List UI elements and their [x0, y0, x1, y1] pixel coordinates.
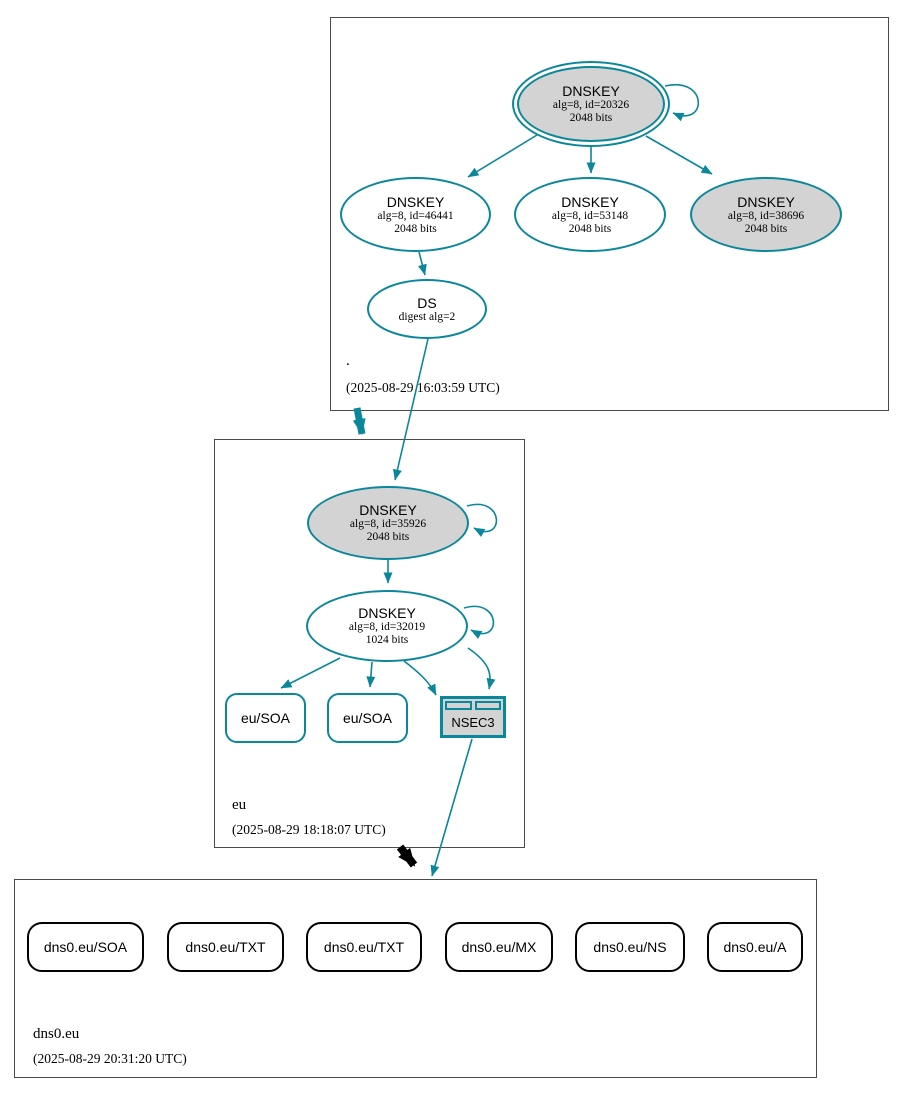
- node-eu-ksk-title: DNSKEY: [359, 502, 417, 518]
- node-eu-soa2[interactable]: eu/SOA: [327, 693, 408, 743]
- node-root-key46441[interactable]: DNSKEY alg=8, id=46441 2048 bits: [340, 177, 491, 252]
- nsec3-cell-left: [445, 701, 472, 710]
- node-root-ksk-body: DNSKEY alg=8, id=20326 2048 bits: [517, 66, 665, 142]
- zone-label-eu: eu: [232, 797, 247, 813]
- node-root-ds-title: DS: [417, 294, 437, 311]
- node-eu-nsec3-label: NSEC3: [451, 715, 495, 730]
- node-root-key38696-detail2: 2048 bits: [744, 222, 788, 235]
- node-dns0eu-ns-label: dns0.eu/NS: [593, 939, 667, 955]
- zone-box-eu: [214, 439, 525, 848]
- node-root-ksk-title: DNSKEY: [562, 83, 620, 99]
- node-dns0eu-mx[interactable]: dns0.eu/MX: [445, 922, 553, 972]
- zone-timestamp-eu: (2025-08-29 18:18:07 UTC): [232, 822, 386, 837]
- node-root-key38696-detail1: alg=8, id=38696: [727, 209, 805, 222]
- zone-timestamp-dns0eu: (2025-08-29 20:31:20 UTC): [33, 1051, 187, 1066]
- node-dns0eu-soa[interactable]: dns0.eu/SOA: [27, 922, 144, 972]
- node-eu-zsk[interactable]: DNSKEY alg=8, id=32019 1024 bits: [306, 590, 468, 662]
- zone-box-dns0eu: [14, 879, 817, 1078]
- node-dns0eu-a-label: dns0.eu/A: [723, 939, 787, 955]
- node-root-ds[interactable]: DS digest alg=2: [367, 279, 487, 339]
- edge-root-to-eu-delegation: [352, 407, 366, 435]
- node-root-ksk-detail2: 2048 bits: [569, 112, 613, 124]
- node-dns0eu-a[interactable]: dns0.eu/A: [707, 922, 803, 972]
- node-dns0eu-txt2[interactable]: dns0.eu/TXT: [306, 922, 422, 972]
- node-eu-zsk-detail2: 1024 bits: [365, 634, 409, 646]
- node-dns0eu-ns[interactable]: dns0.eu/NS: [575, 922, 685, 972]
- node-root-ds-detail1: digest alg=2: [398, 310, 456, 323]
- nsec3-cell-right: [474, 701, 501, 710]
- node-eu-soa1[interactable]: eu/SOA: [225, 693, 306, 743]
- node-eu-zsk-title: DNSKEY: [358, 605, 416, 621]
- node-dns0eu-txt1-label: dns0.eu/TXT: [185, 939, 266, 955]
- zone-timestamp-root: (2025-08-29 16:03:59 UTC): [346, 380, 500, 395]
- node-eu-ksk[interactable]: DNSKEY alg=8, id=35926 2048 bits: [307, 486, 469, 560]
- node-root-key46441-title: DNSKEY: [386, 193, 445, 210]
- node-eu-soa1-label: eu/SOA: [240, 710, 291, 726]
- node-root-key53148-detail1: alg=8, id=53148: [551, 209, 629, 222]
- zone-label-root: .: [346, 353, 350, 369]
- node-root-ksk-detail1: alg=8, id=20326: [552, 99, 630, 111]
- node-eu-soa2-label: eu/SOA: [342, 710, 393, 726]
- node-root-key38696[interactable]: DNSKEY alg=8, id=38696 2048 bits: [690, 177, 842, 252]
- node-root-ksk[interactable]: DNSKEY alg=8, id=20326 2048 bits: [512, 61, 670, 147]
- node-dns0eu-mx-label: dns0.eu/MX: [461, 939, 537, 955]
- node-eu-ksk-detail1: alg=8, id=35926: [349, 518, 427, 530]
- node-root-key46441-detail1: alg=8, id=46441: [377, 209, 454, 222]
- node-root-key46441-detail2: 2048 bits: [394, 222, 437, 235]
- node-eu-zsk-detail1: alg=8, id=32019: [348, 621, 426, 633]
- node-dns0eu-txt2-label: dns0.eu/TXT: [323, 939, 405, 955]
- node-eu-ksk-detail2: 2048 bits: [366, 531, 410, 543]
- node-root-key38696-title: DNSKEY: [737, 193, 795, 210]
- zone-label-dns0eu: dns0.eu: [33, 1026, 80, 1042]
- node-root-key53148-detail2: 2048 bits: [568, 222, 612, 235]
- zone-box-root: [330, 17, 889, 411]
- nsec3-header: [445, 701, 501, 710]
- edge-eu-to-dns0eu-delegation: [396, 844, 418, 868]
- node-dns0eu-soa-label: dns0.eu/SOA: [43, 939, 128, 955]
- node-dns0eu-txt1[interactable]: dns0.eu/TXT: [167, 922, 284, 972]
- node-eu-nsec3[interactable]: NSEC3: [440, 696, 506, 738]
- node-root-key53148[interactable]: DNSKEY alg=8, id=53148 2048 bits: [514, 177, 666, 252]
- node-root-key53148-title: DNSKEY: [561, 193, 619, 210]
